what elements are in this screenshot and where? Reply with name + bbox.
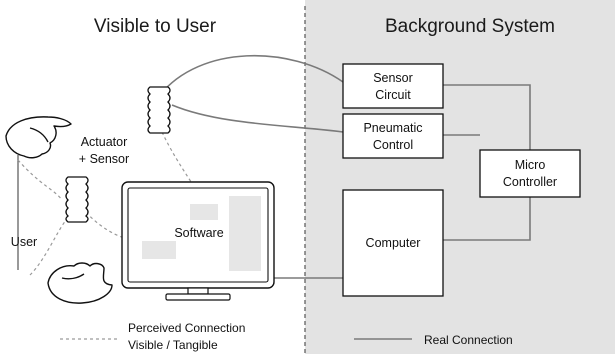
sensor-coil-icon (65, 176, 89, 223)
micro-controller-box: Micro Controller (479, 149, 581, 198)
background-system-title: Background System (385, 16, 555, 37)
pneumatic-control-label-1: Pneumatic (363, 121, 422, 135)
sensor-circuit-label-1: Sensor (373, 71, 413, 85)
pneumatic-control-box: Pneumatic Control (342, 113, 444, 159)
actuator-coil-icon (147, 86, 171, 134)
actuator-to-sensor-wire (159, 54, 344, 96)
monitor-icon (121, 181, 275, 301)
sensor-circuit-label-2: Circuit (375, 88, 411, 102)
perceived-connections (17, 131, 206, 276)
lower-hand-icon (47, 262, 113, 304)
actuator-sensor-label-2: + Sensor (79, 152, 129, 166)
legend-real-label: Real Connection (424, 333, 513, 347)
sensor-to-micro-line (443, 84, 531, 150)
micro-controller-label-1: Micro (515, 158, 546, 172)
upper-hand-icon (5, 116, 72, 159)
computer-box: Computer (342, 189, 444, 297)
legend-perceived-label-2: Visible / Tangible (128, 338, 218, 352)
legend: Perceived Connection Visible / Tangible … (60, 321, 513, 352)
upper-hand-to-actuator-dashed (17, 159, 63, 201)
lower-hand-to-actuator-dashed (29, 219, 67, 276)
user-label: User (11, 235, 37, 249)
sensor-circuit-box: Sensor Circuit (342, 63, 444, 109)
legend-perceived-label-1: Perceived Connection (128, 321, 245, 335)
actuator-to-software-dashed (161, 131, 206, 211)
software-label: Software (174, 226, 223, 240)
visible-to-user-title: Visible to User (94, 16, 217, 37)
real-connections (159, 54, 531, 279)
micro-to-computer-line (443, 197, 531, 241)
actuator-sensor-label-1: Actuator (81, 135, 128, 149)
computer-label: Computer (366, 236, 421, 250)
actuator-to-pneumatic-tube (171, 104, 344, 133)
pneumatic-control-label-2: Control (373, 138, 413, 152)
micro-controller-label-2: Controller (503, 175, 557, 189)
